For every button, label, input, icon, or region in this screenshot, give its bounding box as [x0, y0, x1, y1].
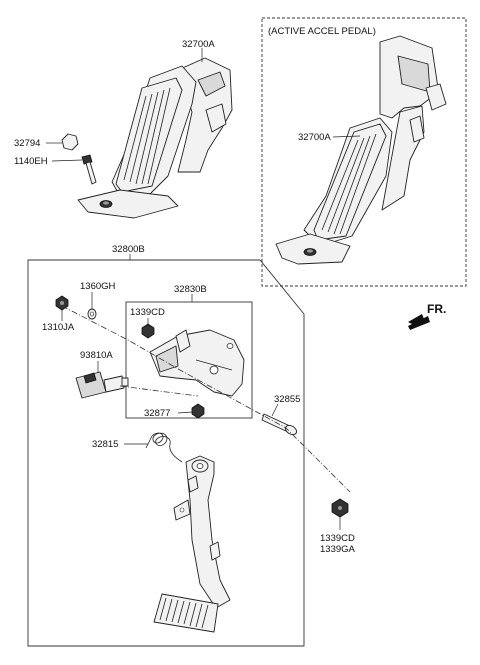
part-1310JA-nut — [55, 295, 69, 311]
part-93810A-switch — [75, 371, 129, 399]
assembly-axis — [61, 305, 351, 493]
part-32877-bushing — [191, 403, 205, 419]
label-1140EH: 1140EH — [14, 156, 48, 167]
part-32815-spring — [145, 432, 183, 463]
accel-pedal-assembly — [77, 57, 233, 219]
label-fr: FR. — [427, 302, 446, 316]
part-1339CD-inner-nut — [141, 323, 155, 339]
label-1339GA: 1339GA — [320, 544, 356, 555]
part-32855-pin — [261, 413, 298, 436]
brake-pedal-arm — [173, 455, 231, 609]
label-1360GH: 1360GH — [80, 281, 116, 292]
label-1310JA: 1310JA — [42, 322, 75, 333]
bracket-sub-box — [125, 301, 253, 419]
pedal-bracket — [149, 329, 245, 397]
active-accel-pedal-box — [261, 17, 467, 287]
label-32700A-top: 32700A — [182, 39, 215, 50]
label-32815: 32815 — [92, 439, 118, 450]
part-1140EH-bolt — [81, 154, 97, 185]
label-32794: 32794 — [14, 138, 40, 149]
label-32700A-active: 32700A — [298, 132, 331, 143]
label-32830B: 32830B — [174, 284, 207, 295]
active-box-title: (ACTIVE ACCEL PEDAL) — [268, 26, 376, 37]
part-1339CD-outer-nut — [331, 498, 349, 518]
brake-assembly-box — [27, 259, 305, 647]
active-accel-pedal — [275, 35, 447, 265]
brake-pedal-pad — [153, 593, 219, 633]
label-93810A: 93810A — [80, 350, 113, 361]
part-32794-cap — [61, 133, 79, 151]
part-1360GH-washer — [87, 308, 97, 320]
label-1339CD-top: 1339CD — [130, 307, 165, 318]
label-1339CD-bottom: 1339CD — [320, 533, 355, 544]
label-32800B: 32800B — [112, 244, 145, 255]
front-direction-arrow-icon — [408, 314, 430, 330]
label-32877: 32877 — [144, 408, 170, 419]
label-32855: 32855 — [274, 394, 300, 405]
assembly-axis-2 — [119, 385, 199, 397]
